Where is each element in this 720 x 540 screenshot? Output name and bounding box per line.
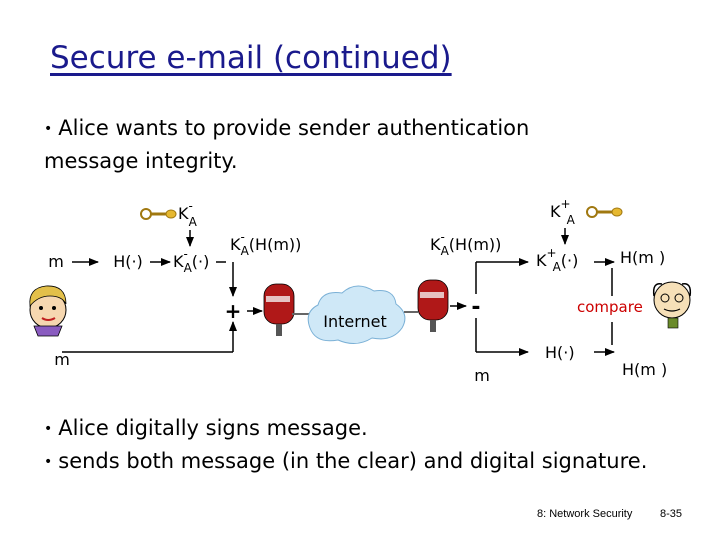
bottom-bullet-2: sends both message (in the clear) and di…	[58, 449, 648, 473]
intro-line-1: Alice wants to provide sender authentica…	[58, 116, 530, 140]
hash-result-top: H(m )	[620, 248, 665, 267]
message-label-left-bottom: m	[54, 350, 70, 369]
private-key-icon	[140, 208, 177, 220]
signed-hash-right: K-A(H(m))	[430, 230, 501, 258]
mailbox-left-icon	[263, 283, 312, 336]
decrypt-function: K+A(·)	[536, 246, 578, 274]
internet-cloud	[307, 285, 406, 344]
bottom-bullets: • Alice digitally signs message. • sends b…	[44, 412, 647, 478]
bullet-dot: •	[44, 421, 53, 437]
internet-label: Internet	[323, 312, 387, 331]
footer-page-number: 8-35	[660, 508, 683, 520]
bullet-dot: •	[44, 121, 53, 137]
hash-function-left: H(·)	[113, 252, 143, 271]
signed-hash-left: K-A(H(m))	[230, 230, 301, 258]
plus-sign: +	[225, 299, 242, 323]
public-key-label: K+A	[550, 197, 576, 227]
bottom-bullet-1: Alice digitally signs message.	[58, 416, 368, 440]
private-key-label: K-A	[178, 199, 198, 229]
minus-sign: -	[471, 295, 480, 320]
message-label-left: m	[48, 252, 64, 271]
footer-course: 8: Network Security	[537, 508, 633, 520]
mailbox-right-icon	[404, 279, 449, 332]
hash-result-bottom: H(m )	[622, 360, 667, 379]
bullet-dot: •	[44, 454, 53, 470]
alice-icon	[29, 285, 67, 337]
public-key-icon	[586, 206, 623, 218]
hash-function-right: H(·)	[545, 343, 575, 362]
bob-icon	[652, 281, 692, 329]
intro-bullet: • Alice wants to provide sender authentic…	[44, 112, 529, 177]
page-title: Secure e-mail (continued)	[50, 40, 452, 76]
message-label-right: m	[474, 366, 490, 385]
encrypt-function: K-A(·)	[173, 247, 209, 275]
compare-label: compare	[577, 298, 643, 316]
intro-line-2: message integrity.	[44, 149, 238, 173]
